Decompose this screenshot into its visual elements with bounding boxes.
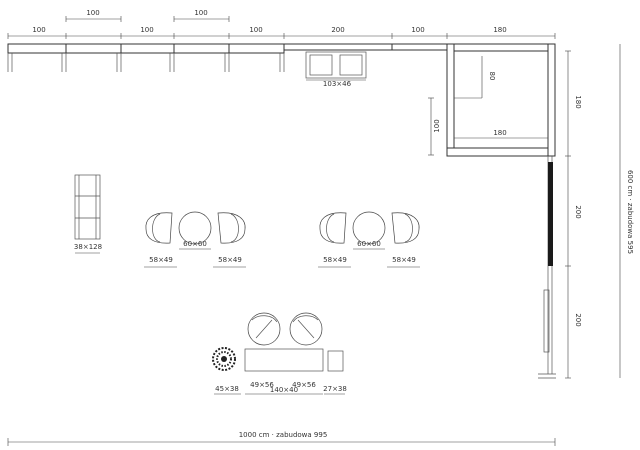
dining-set-right: 60×60 58×49 58×49 <box>318 211 420 268</box>
dim-label: 100 <box>32 26 45 34</box>
overall-width-label: 1000 cm · zabudowa 995 <box>239 431 328 439</box>
stool-label: 27×38 <box>323 385 347 393</box>
chair <box>319 212 347 244</box>
dim-label: 200 <box>331 26 344 34</box>
shelf-label: 38×128 <box>74 243 102 251</box>
dim-label: 200 <box>574 313 582 326</box>
cabinet-label: 103×46 <box>323 80 352 88</box>
plant <box>212 347 236 371</box>
wall-module <box>283 43 393 51</box>
plant-label: 45×38 <box>215 385 239 393</box>
bench-label: 140×40 <box>270 386 298 394</box>
chair-label: 58×49 <box>218 256 242 264</box>
chair <box>217 212 246 244</box>
wall-module <box>7 43 67 54</box>
wall-module <box>228 43 285 54</box>
round-table <box>178 211 212 245</box>
table-label: 60×60 <box>183 240 207 248</box>
right-dimensions: 180 200 200 600 cm · zabudowa 595 <box>565 44 634 379</box>
chair <box>391 212 420 244</box>
dim-label: 100 <box>411 26 424 34</box>
top-dimension-upper: 100 100 <box>65 9 230 22</box>
dim-label: 100 <box>249 26 262 34</box>
armchair-label: 49×56 <box>250 381 274 389</box>
bottom-dimension: 1000 cm · zabudowa 995 <box>7 431 556 446</box>
stool <box>327 350 344 372</box>
top-cabinet: 103×46 <box>305 51 367 88</box>
right-wall <box>538 156 556 379</box>
corner-depth-label: 80 <box>488 72 496 81</box>
top-wall-modules <box>7 43 448 72</box>
corner-room: 80 100 180 <box>428 43 556 157</box>
bench <box>244 348 324 372</box>
chair <box>145 212 173 244</box>
wall-module <box>120 43 175 54</box>
overall-height-label: 600 cm · zabudowa 595 <box>626 170 634 254</box>
corner-width-label: 180 <box>493 129 506 137</box>
dim-label: 100 <box>194 9 207 17</box>
dim-label: 100 <box>86 9 99 17</box>
chair-label: 58×49 <box>149 256 173 264</box>
chair-label: 58×49 <box>323 256 347 264</box>
armchair-label: 49×56 <box>292 381 316 389</box>
lounge-area: 45×38 49×56 49×56 140×40 27×38 <box>212 312 347 395</box>
dim-label: 200 <box>574 205 582 218</box>
round-table <box>352 211 386 245</box>
wall-module <box>391 43 448 51</box>
dim-label: 100 <box>140 26 153 34</box>
top-dimension-lower: 100 100 100 200 100 180 <box>7 26 556 39</box>
wall-module <box>173 43 230 54</box>
table-label: 60×60 <box>357 240 381 248</box>
dining-set-left: 60×60 58×49 58×49 <box>144 211 246 268</box>
wall-module <box>65 43 122 54</box>
shelf-unit: 38×128 <box>74 174 102 254</box>
chair-label: 58×49 <box>392 256 416 264</box>
corner-height-label: 100 <box>433 119 441 132</box>
dim-label: 180 <box>493 26 506 34</box>
right-wall-dark-panel <box>548 162 553 266</box>
dim-label: 180 <box>574 95 582 108</box>
